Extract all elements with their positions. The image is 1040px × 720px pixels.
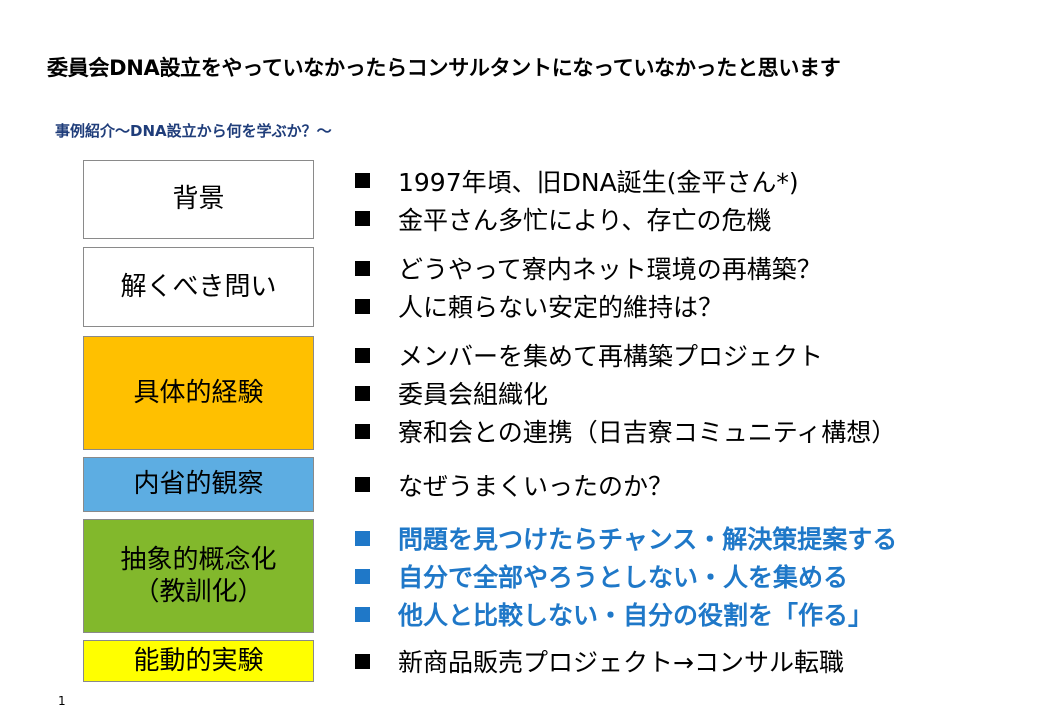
row-label-5: 抽象的概念化 （教訓化） [83,519,314,633]
bullet-square-icon [355,385,370,401]
bullet-square-icon [355,477,370,492]
row-label-3: 具体的経験 [83,336,314,450]
row-label-2: 解くべき問い [83,247,314,327]
bullet-text: 問題を見つけたらチャンス・解決策提案する [398,525,898,554]
bullet-text: 金平さん多忙により、存亡の危機 [398,205,772,235]
row-bullets-2: どうやって寮内ネット環境の再構築？ 人に頼らない安定的維持は？ [355,247,822,327]
bullet-text: どうやって寮内ネット環境の再構築？ [398,255,822,284]
bullet-square-icon [355,530,370,546]
row-bullets-6: 新商品販売プロジェクト→コンサル転職 [355,640,844,682]
bullet-item: 問題を見つけたらチャンス・解決策提案する [355,519,897,557]
row-label-6: 能動的実験 [83,640,314,682]
bullet-text: 他人と比較しない・自分の役割を「作る」 [398,601,874,630]
bullet-square-icon [355,298,370,314]
bullet-text: メンバーを集めて再構築プロジェクト [398,342,824,371]
row-bullets-1: 1997年頃、旧DNA誕生(金平さん*) 金平さん多忙により、存亡の危機 [355,160,799,239]
bullet-item: 委員会組織化 [355,374,896,412]
bullet-text: なぜうまくいったのか？ [398,471,674,501]
bullet-square-icon [355,173,370,188]
page-number: 1 [58,694,66,708]
bullet-item: メンバーを集めて再構築プロジェクト [355,336,896,374]
row-label-1: 背景 [83,160,314,239]
bullet-item: 新商品販売プロジェクト→コンサル転職 [355,642,844,680]
bullet-text: 新商品販売プロジェクト→コンサル転職 [398,648,844,677]
bullet-square-icon [355,606,370,622]
row-label-4: 内省的観察 [83,457,314,512]
row-bullets-3: メンバーを集めて再構築プロジェクト委員会組織化寮和会との連携（日吉寮コミュニティ… [355,336,896,450]
bullet-text: 人に頼らない安定的維持は？ [398,293,724,322]
bullet-square-icon [355,260,370,276]
bullet-text: 1997年頃、旧DNA誕生(金平さん*) [398,167,799,197]
bullet-item: 自分で全部やろうとしない・人を集める [355,557,897,595]
bullet-square-icon [355,211,370,226]
slide-title: 委員会DNA設立をやっていなかったらコンサルタントになっていなかったと思います [47,56,841,80]
bullet-square-icon [355,653,370,669]
row-bullets-5: 問題を見つけたらチャンス・解決策提案する自分で全部やろうとしない・人を集める他人… [355,519,897,633]
row-bullets-4: なぜうまくいったのか？ [355,457,673,512]
bullet-text: 自分で全部やろうとしない・人を集める [398,563,849,592]
bullet-square-icon [355,568,370,584]
bullet-square-icon [355,347,370,363]
slide-subtitle: 事例紹介～DNA設立から何を学ぶか？～ [55,122,332,140]
bullet-text: 委員会組織化 [398,380,549,409]
bullet-item: 1997年頃、旧DNA誕生(金平さん*) [355,162,799,200]
bullet-item: 人に頼らない安定的維持は？ [355,287,822,325]
bullet-item: 金平さん多忙により、存亡の危機 [355,200,799,238]
bullet-text: 寮和会との連携（日吉寮コミュニティ構想） [398,418,897,447]
bullet-item: 他人と比較しない・自分の役割を「作る」 [355,595,897,633]
bullet-item: なぜうまくいったのか？ [355,466,673,504]
bullet-square-icon [355,423,370,439]
bullet-item: 寮和会との連携（日吉寮コミュニティ構想） [355,412,896,450]
bullet-item: どうやって寮内ネット環境の再構築？ [355,249,822,287]
